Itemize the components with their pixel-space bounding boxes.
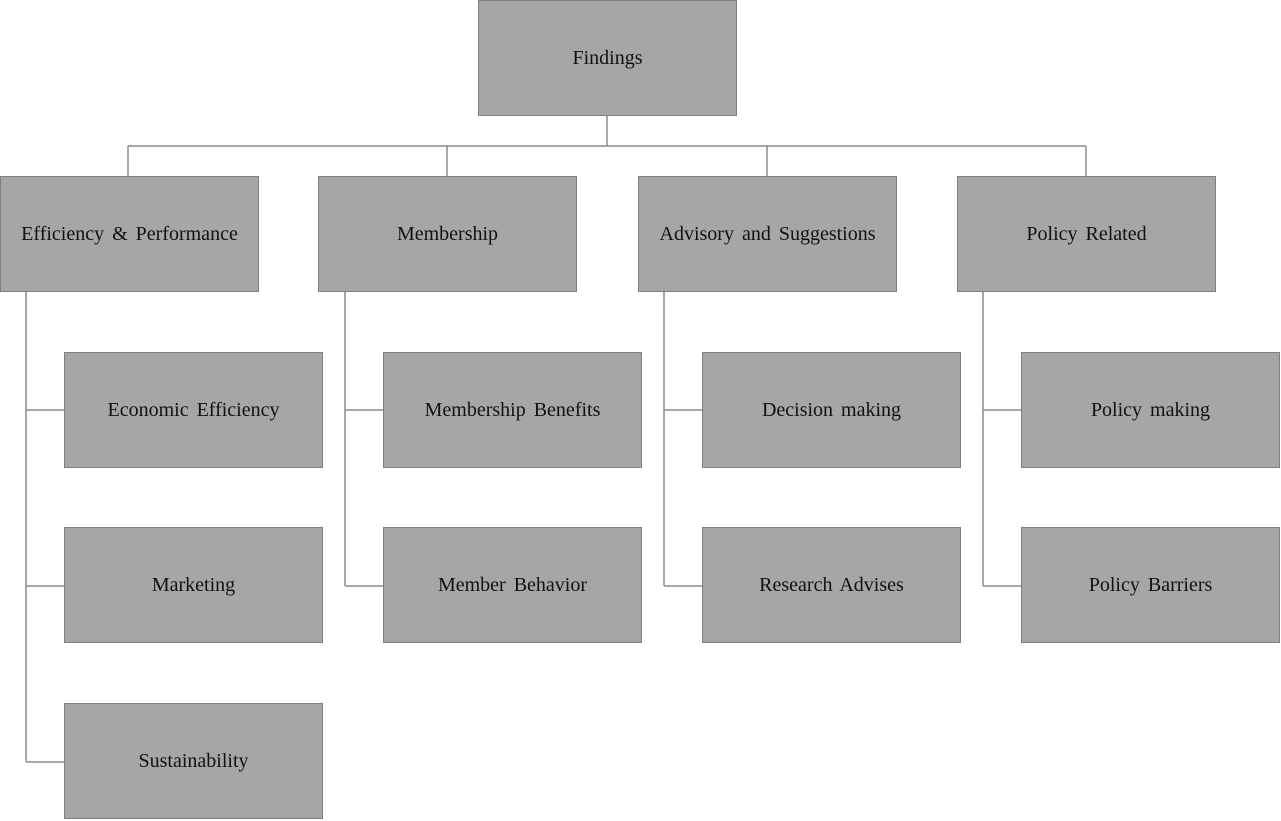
node-label: Sustainability <box>138 749 249 772</box>
node-label: Economic Efficiency <box>107 398 280 421</box>
node-label: Member Behavior <box>437 573 588 596</box>
node-membership-benefits: Membership Benefits <box>383 352 642 468</box>
node-label: Decision making <box>761 398 902 421</box>
node-marketing: Marketing <box>64 527 323 643</box>
node-label: Policy Related <box>1026 222 1147 245</box>
node-label: Marketing <box>151 573 236 596</box>
node-label: Membership <box>396 222 499 245</box>
node-membership: Membership <box>318 176 577 292</box>
node-efficiency-performance: Efficiency & Performance <box>0 176 259 292</box>
node-sustainability: Sustainability <box>64 703 323 819</box>
node-findings: Findings <box>478 0 737 116</box>
node-policy-making: Policy making <box>1021 352 1280 468</box>
node-economic-efficiency: Economic Efficiency <box>64 352 323 468</box>
node-policy-related: Policy Related <box>957 176 1216 292</box>
node-label: Membership Benefits <box>424 398 601 421</box>
node-decision-making: Decision making <box>702 352 961 468</box>
node-label: Policy making <box>1090 398 1211 421</box>
node-policy-barriers: Policy Barriers <box>1021 527 1280 643</box>
node-label: Policy Barriers <box>1088 573 1213 596</box>
node-label: Advisory and Suggestions <box>659 222 876 245</box>
node-label: Research Advises <box>759 573 904 596</box>
node-label: Findings <box>572 46 643 69</box>
node-research-advises: Research Advises <box>702 527 961 643</box>
node-member-behavior: Member Behavior <box>383 527 642 643</box>
node-advisory-suggestions: Advisory and Suggestions <box>638 176 897 292</box>
node-label: Efficiency & Performance <box>21 222 238 245</box>
